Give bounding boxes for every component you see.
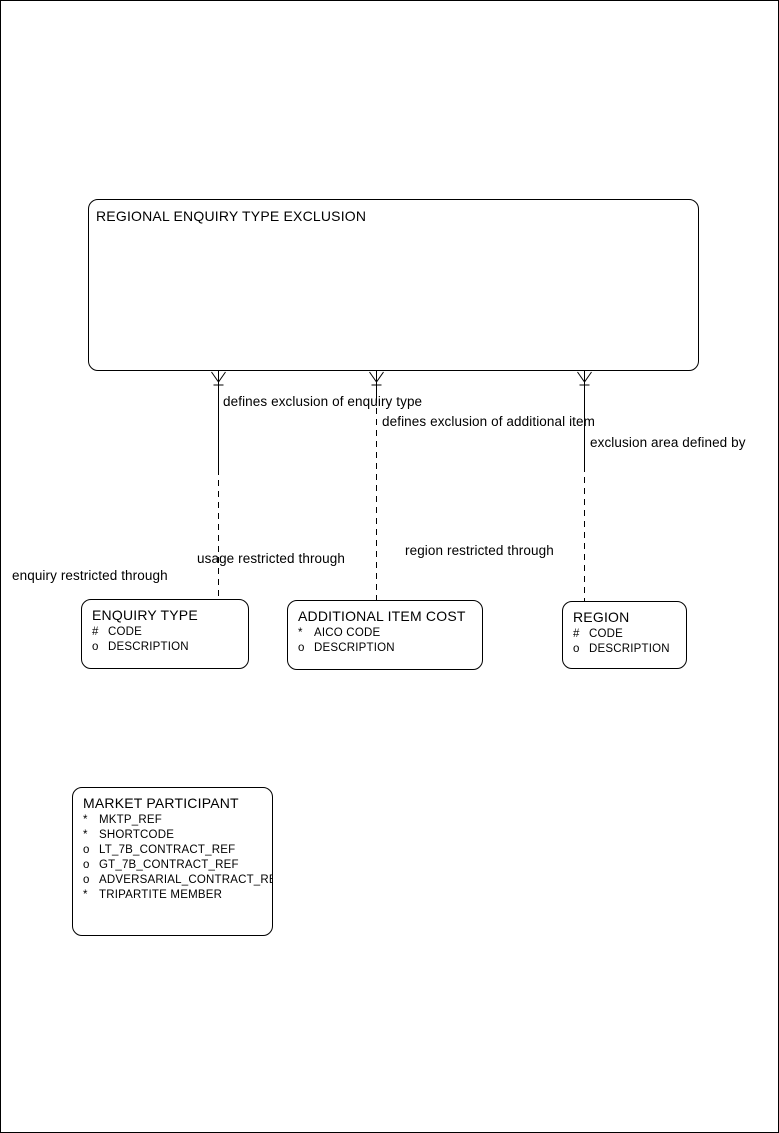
attribute-marker: * (83, 829, 88, 841)
attribute-name: DESCRIPTION (108, 641, 189, 653)
attribute-marker: * (83, 814, 88, 826)
entity-regional-enquiry-type-exclusion[interactable]: REGIONAL ENQUIRY TYPE EXCLUSION (88, 199, 699, 371)
attribute-row: o LT_7B_CONTRACT_REF (83, 843, 272, 858)
attribute-row: * SHORTCODE (83, 828, 272, 843)
entity-enquiry-type[interactable]: ENQUIRY TYPE # CODE o DESCRIPTION (81, 599, 249, 669)
relationship-label-enquiry-restricted-through: enquiry restricted through (12, 568, 168, 583)
attribute-name: SHORTCODE (99, 829, 175, 841)
entity-title: ADDITIONAL ITEM COST (298, 608, 466, 624)
entity-title: REGION (573, 609, 630, 625)
entity-region[interactable]: REGION # CODE o DESCRIPTION (562, 601, 687, 669)
attribute-list: # CODE o DESCRIPTION (82, 625, 248, 655)
entity-title: REGIONAL ENQUIRY TYPE EXCLUSION (96, 208, 367, 224)
attribute-list: * AICO CODE o DESCRIPTION (288, 626, 482, 656)
attribute-name: AICO CODE (314, 627, 381, 639)
entity-market-participant[interactable]: MARKET PARTICIPANT * MKTP_REF * SHORTCODE … (72, 787, 273, 936)
attribute-name: TRIPARTITE MEMBER (99, 889, 223, 901)
attribute-name: GT_7B_CONTRACT_REF (99, 859, 239, 871)
relationship-label-defines-exclusion-of-enquiry-type: defines exclusion of enquiry type (223, 394, 423, 409)
attribute-name: CODE (108, 626, 143, 638)
relationship-label-usage-restricted-through: usage restricted through (197, 551, 345, 566)
attribute-marker: o (573, 643, 580, 655)
attribute-row: * AICO CODE (298, 626, 482, 641)
attribute-name: LT_7B_CONTRACT_REF (99, 844, 236, 856)
attribute-row: * MKTP_REF (83, 813, 272, 828)
attribute-marker: o (92, 641, 99, 653)
attribute-row: * TRIPARTITE MEMBER (83, 888, 272, 903)
attribute-marker: # (92, 626, 99, 638)
relationship-label-region-restricted-through: region restricted through (405, 543, 554, 558)
attribute-marker: o (83, 844, 90, 856)
attribute-name: DESCRIPTION (314, 642, 395, 654)
attribute-name: CODE (589, 628, 624, 640)
attribute-name: ADVERSARIAL_CONTRACT_REF (99, 874, 273, 886)
entity-additional-item-cost[interactable]: ADDITIONAL ITEM COST * AICO CODE o DESCRIP… (287, 600, 483, 670)
attribute-marker: o (83, 874, 90, 886)
attribute-marker: * (83, 889, 88, 901)
attribute-list: # CODE o DESCRIPTION (563, 627, 686, 657)
attribute-marker: * (298, 627, 303, 639)
attribute-row: o DESCRIPTION (573, 642, 686, 657)
crow-foot-arrow-icon (211, 371, 226, 386)
attribute-marker: # (573, 628, 580, 640)
entity-title: MARKET PARTICIPANT (83, 795, 239, 811)
attribute-row: o GT_7B_CONTRACT_REF (83, 858, 272, 873)
attribute-marker: o (83, 859, 90, 871)
attribute-list: * MKTP_REF * SHORTCODE o LT_7B_CONTRACT_REF… (73, 813, 272, 903)
crow-foot-arrow-icon (369, 371, 384, 386)
attribute-marker: o (298, 642, 305, 654)
attribute-row: o DESCRIPTION (298, 641, 482, 656)
relationship-label-exclusion-area-defined-by: exclusion area defined by (590, 435, 746, 450)
crow-foot-arrow-icon (577, 371, 592, 386)
attribute-row: o ADVERSARIAL_CONTRACT_REF (83, 873, 272, 888)
attribute-row: o DESCRIPTION (92, 640, 248, 655)
attribute-row: # CODE (573, 627, 686, 642)
attribute-name: DESCRIPTION (589, 643, 670, 655)
relationship-label-defines-exclusion-of-additional-item: defines exclusion of additional item (382, 414, 595, 429)
entity-title: ENQUIRY TYPE (92, 607, 198, 623)
attribute-name: MKTP_REF (99, 814, 162, 826)
attribute-row: # CODE (92, 625, 248, 640)
